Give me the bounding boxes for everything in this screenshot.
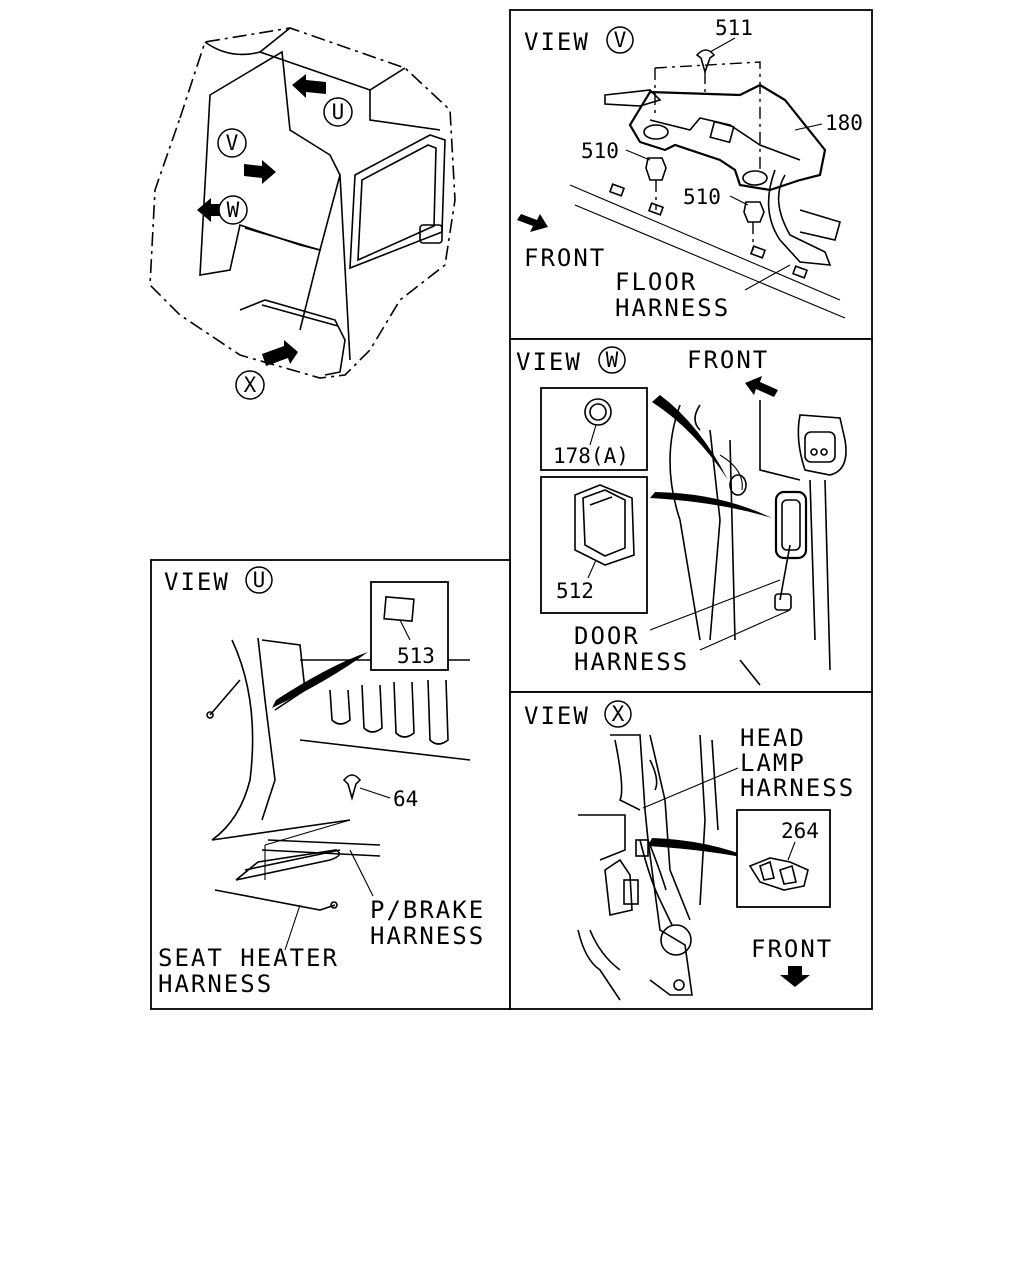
view-u-pbrake-line1: P/BRAKE (370, 896, 485, 924)
view-x-arrow (262, 340, 298, 366)
view-w-arrow (197, 198, 222, 222)
marker-v-letter: V (226, 131, 239, 155)
view-u-seat-line2: HARNESS (158, 970, 273, 998)
view-u-part-64: 64 (393, 787, 418, 811)
cab-overview: U V W X (149, 27, 456, 400)
view-x-part-264: 264 (781, 819, 819, 843)
marker-x: X (235, 370, 265, 400)
view-u-pbrake-line2: HARNESS (370, 922, 485, 950)
marker-u-letter: U (332, 100, 345, 124)
view-v-harness-line1: FLOOR (615, 268, 697, 296)
view-v-callout-511: 511 (715, 16, 753, 40)
view-w-panel: VIEW W FRONT 178(A) (509, 338, 873, 693)
view-x-word: VIEW (524, 702, 590, 730)
view-w-harness-line1: DOOR (574, 622, 640, 650)
view-v-letter: V (614, 28, 627, 52)
view-w-part-512: 512 (556, 579, 594, 603)
view-u-panel: VIEW U 51 (150, 559, 511, 1010)
view-w-front-label: FRONT (687, 346, 769, 374)
view-v-callout-180: 180 (825, 111, 863, 135)
view-u-part-513: 513 (397, 644, 435, 668)
marker-x-letter: X (244, 373, 257, 397)
view-w-part-178: 178(A) (553, 444, 629, 468)
view-w-letter: W (606, 348, 619, 372)
view-u-arrow (292, 74, 326, 98)
view-w-harness-line2: HARNESS (574, 648, 689, 676)
view-x-panel: VIEW X HEAD LAMP HARNESS 264 FRO (509, 691, 873, 1010)
view-v-arrow (244, 160, 276, 184)
marker-v: V (217, 128, 247, 158)
view-x-front-label: FRONT (751, 935, 833, 963)
view-v-callout-510-right: 510 (683, 185, 721, 209)
view-v-front-arrow (517, 214, 548, 232)
view-v-word: VIEW (524, 28, 590, 56)
view-x-harness-line2: LAMP (740, 749, 806, 777)
view-w-front-arrow (745, 376, 778, 397)
view-v-front-label: FRONT (524, 244, 606, 272)
view-u-word: VIEW (164, 568, 230, 596)
marker-u: U (323, 97, 353, 127)
view-v-harness-line2: HARNESS (615, 294, 730, 322)
view-u-letter: U (253, 568, 266, 592)
view-u-seat-line1: SEAT HEATER (158, 944, 339, 972)
view-w-word: VIEW (516, 348, 582, 376)
view-v-callout-510-left: 510 (581, 139, 619, 163)
view-v-panel: VIEW V (509, 9, 873, 340)
view-x-letter: X (612, 702, 625, 726)
view-x-harness-line1: HEAD (740, 724, 806, 752)
marker-w-letter: W (227, 198, 240, 222)
view-x-harness-line3: HARNESS (740, 774, 855, 802)
view-x-front-arrow (780, 975, 810, 987)
marker-w: W (218, 195, 248, 225)
